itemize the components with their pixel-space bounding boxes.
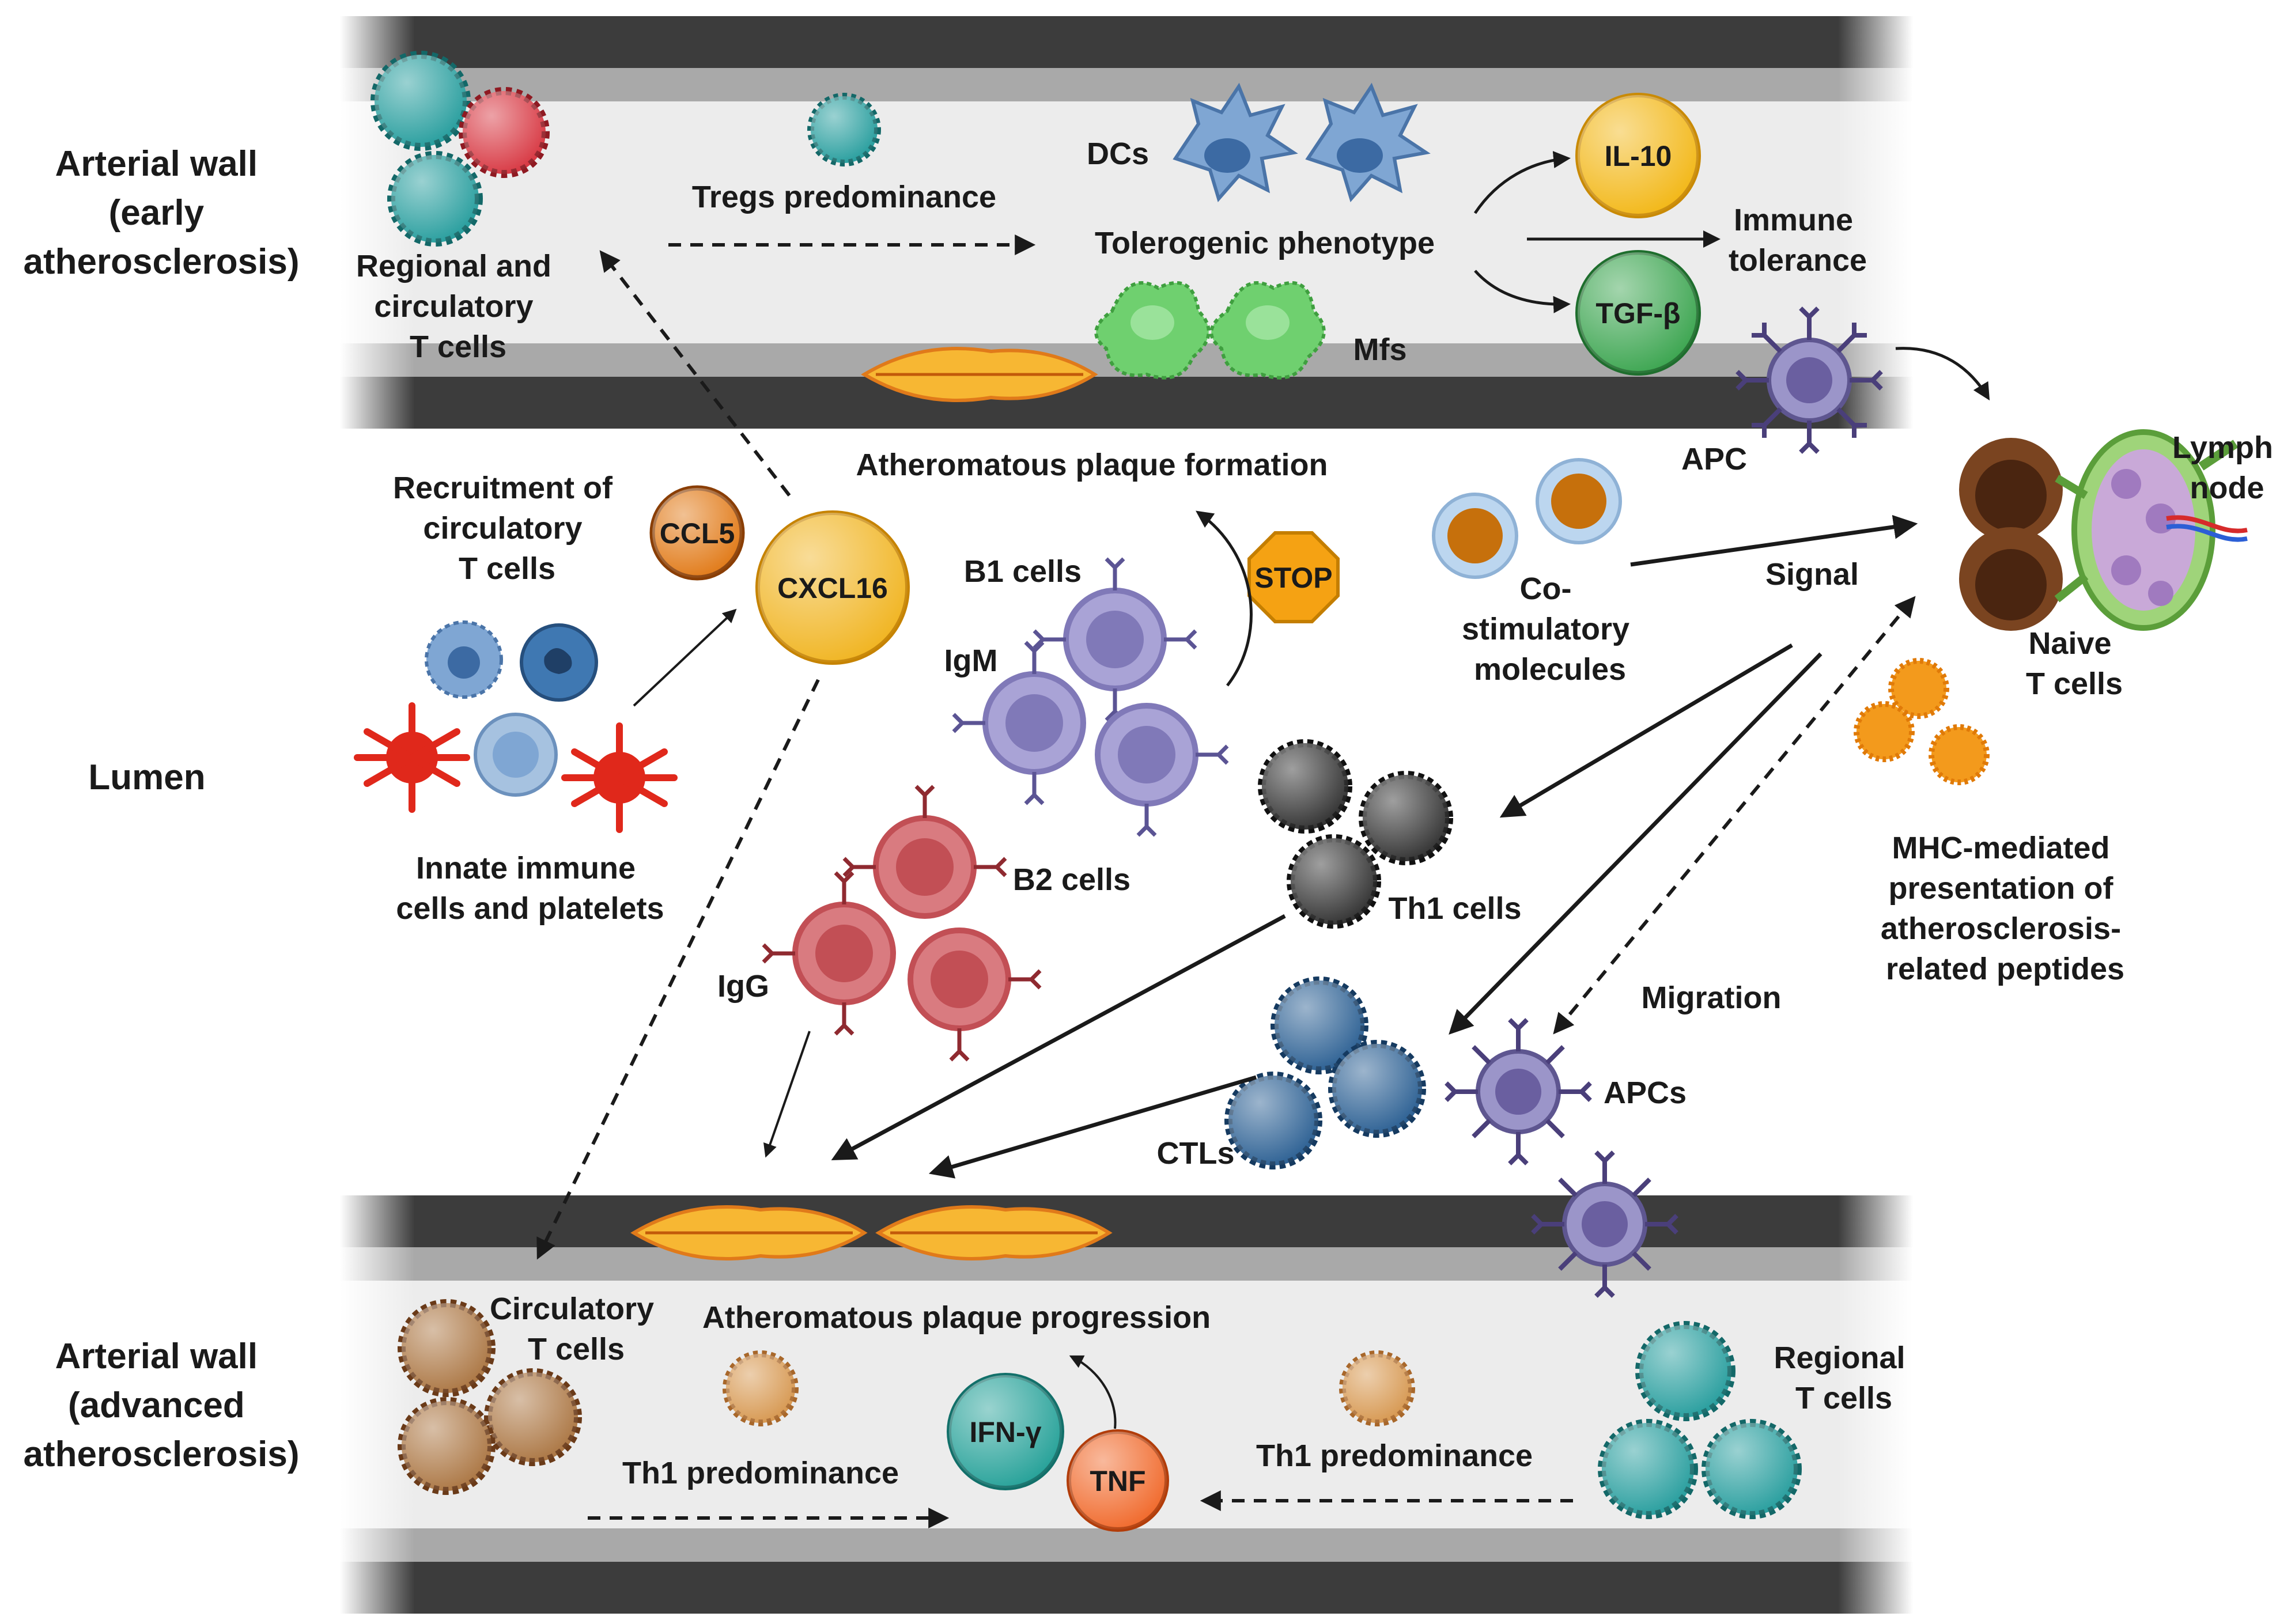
cxcl16-chemokine: [755, 510, 910, 665]
arrow-apc-to-node: [1895, 347, 1990, 401]
label-plaque-formation: Atheromatous plaque formation: [856, 448, 1328, 482]
arrow-tgfb: [1474, 270, 1571, 313]
label-migration: Migration: [1642, 981, 1782, 1015]
label-apc: APC: [1681, 442, 1747, 476]
label-wall-early: Arterial wall (early atherosclerosis): [24, 144, 300, 282]
label-ctls: CTLs: [1157, 1136, 1235, 1171]
b2-cells: [762, 785, 1042, 1062]
label-tnf: TNF: [1090, 1465, 1145, 1497]
label-naive: Naive T cells: [2026, 626, 2123, 701]
il10-molecule: [1575, 93, 1701, 218]
ctl-cells: [1224, 976, 1426, 1169]
plaque-top: [861, 347, 1098, 402]
arrow-cxcl16-up: [599, 250, 791, 497]
macrophages: [1094, 281, 1326, 380]
arrow-b1-plaque: [1196, 510, 1253, 687]
arrow-to-ctl: [1449, 652, 1823, 1035]
costimulatory-molecules: [1432, 458, 1622, 579]
label-il10: IL-10: [1605, 140, 1672, 172]
dendritic-cells: [1173, 82, 1431, 203]
label-th1-pred-left: Th1 predominance: [622, 1456, 899, 1490]
label-innate: Innate immune cells and platelets: [396, 851, 664, 926]
label-regional-t: Regional T cells: [1774, 1341, 1914, 1415]
label-costim: Co- stimulatory molecules: [1462, 571, 1638, 687]
label-tregs: Tregs predominance: [692, 180, 996, 214]
lymph-node: [2054, 429, 2248, 631]
label-lumen: Lumen: [88, 758, 205, 797]
ifng-molecule: [947, 1373, 1064, 1490]
tgfb-molecule: [1575, 250, 1701, 376]
label-regional-circulatory: Regional and circulatory T cells: [356, 249, 560, 364]
circulatory-t-cells-bottom: [398, 1299, 582, 1495]
label-lymph-node: Lymph node: [2172, 430, 2280, 505]
arrow-b2-to-wall: [763, 1031, 811, 1158]
label-immune-tolerance: Immune tolerance: [1729, 203, 1867, 278]
label-signal: Signal: [1765, 557, 1859, 592]
arrows: [536, 151, 1990, 1528]
apc-cells-lumen: [1445, 1018, 1678, 1298]
label-tolerogenic: Tolerogenic phenotype: [1095, 226, 1435, 260]
regional-circulatory-t-cells-group: [370, 51, 550, 247]
label-mhc: MHC-mediated presentation of atheroscler…: [1881, 831, 2130, 986]
mhc-peptides: [1854, 658, 1990, 785]
arrow-th1-to-wall: [831, 914, 1286, 1160]
stop-sign: [1247, 531, 1340, 623]
b1-cells: [952, 557, 1229, 837]
ccl5-chemokine: [649, 485, 745, 581]
arrow-innate-to-cxcl16: [633, 608, 737, 707]
label-stop: STOP: [1254, 562, 1332, 594]
label-ccl5: CCL5: [660, 517, 735, 550]
label-ifng: IFN-γ: [970, 1416, 1042, 1448]
regional-t-cells-bottom: [1598, 1321, 1802, 1519]
label-mfs: Mfs: [1353, 332, 1407, 367]
label-igm: IgM: [944, 643, 998, 678]
platelets: [354, 702, 678, 833]
label-apcs: APCs: [1604, 1076, 1687, 1110]
tnf-molecule: [1067, 1429, 1169, 1532]
label-plaque-progression: Atheromatous plaque progression: [702, 1300, 1211, 1335]
label-wall-advanced: Arterial wall (advanced atherosclerosis): [24, 1337, 300, 1474]
label-b2: B2 cells: [1013, 862, 1130, 897]
arrow-il10: [1473, 151, 1571, 214]
label-circ-t: Circulatory T cells: [490, 1292, 663, 1366]
label-igg: IgG: [717, 969, 769, 1004]
label-recruitment: Recruitment of circulatory T cells: [393, 471, 621, 586]
label-b1: B1 cells: [964, 554, 1082, 589]
labels: Arterial wall (early atherosclerosis) Ar…: [24, 137, 2280, 1497]
plaque-bottom-1: [630, 1205, 868, 1260]
plaque-bottom-2: [875, 1205, 1113, 1260]
treg-cell: [807, 93, 881, 166]
label-th1-cells: Th1 cells: [1388, 891, 1521, 926]
arrow-ctl-to-wall: [928, 1075, 1257, 1179]
arrow-cxcl16-down: [536, 679, 820, 1260]
label-th1-pred-right: Th1 predominance: [1256, 1438, 1533, 1473]
apc-cell-top: [1735, 306, 1883, 454]
th1-cell-bottom-left: [723, 1350, 799, 1426]
th1-cell-bottom-right: [1339, 1350, 1415, 1426]
arrow-tnf-up: [1069, 1355, 1117, 1429]
naive-t-cells: [1959, 438, 2063, 631]
label-tgfb: TGF-β: [1595, 297, 1680, 330]
label-cxcl16: CXCL16: [777, 572, 888, 604]
innate-immune-cells: [425, 620, 598, 797]
arrow-signal: [1630, 514, 1918, 567]
th1-cells: [1258, 739, 1453, 929]
label-dcs: DCs: [1087, 137, 1149, 171]
arrow-migration: [1553, 596, 1916, 1035]
